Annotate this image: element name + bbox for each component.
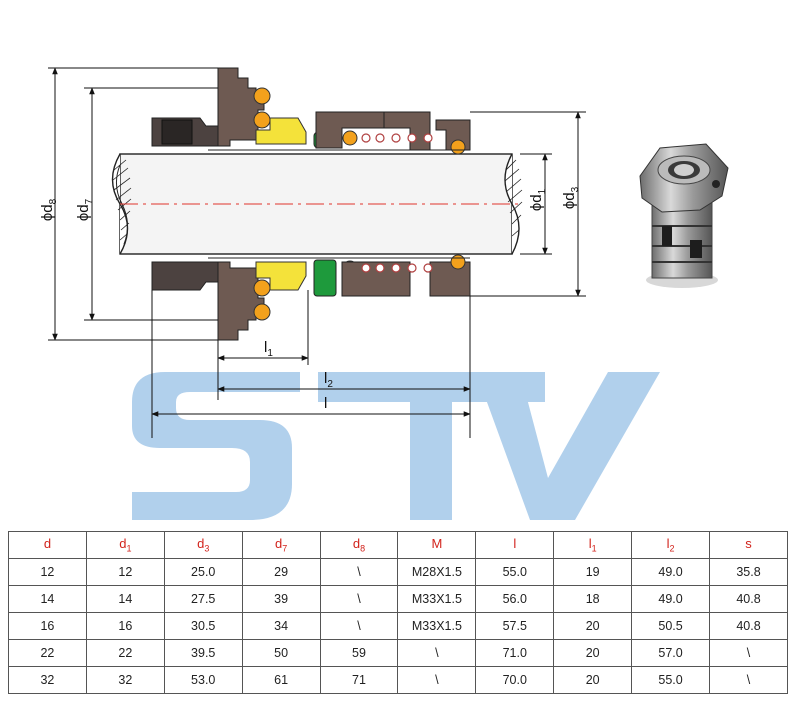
table-row: 14 14 27.5 39 \ M33X1.5 56.0 18 49.0 40.… [8,585,788,613]
header-d8: d8 [319,531,399,559]
dimension-labels: ϕd8 ϕd7 ϕd1 ϕd3 l1 l2 l [39,186,581,412]
label-l2: l2 [324,370,333,390]
label-d1: ϕd1 [528,188,548,211]
header-d: d [8,531,87,559]
label-l: l [324,395,327,412]
label-l1: l1 [264,339,273,359]
header-m: M [397,531,477,559]
table-row: 16 16 30.5 34 \ M33X1.5 57.5 20 50.5 40.… [8,612,788,640]
dimension-lines [48,67,586,438]
label-d3: ϕd3 [561,186,581,209]
table-cell: 14 [8,585,87,613]
table-cell: 16 [85,612,165,640]
table-cell: 70.0 [475,666,555,694]
table-cell: \ [319,612,399,640]
table-row: 12 12 25.0 29 \ M28X1.5 55.0 19 49.0 35.… [8,558,788,586]
table-cell: 53.0 [163,666,243,694]
table-cell: \ [319,558,399,586]
header-l2: l2 [631,531,711,559]
table-cell: 55.0 [475,558,555,586]
table-cell: 49.0 [631,558,711,586]
table-cell: 55.0 [631,666,711,694]
table-cell: 71 [319,666,399,694]
table-cell: 61 [241,666,321,694]
table-cell: 40.8 [709,612,788,640]
table-cell: 20 [553,639,633,667]
table-cell: 20 [553,666,633,694]
table-cell: 56.0 [475,585,555,613]
header-d7: d7 [241,531,321,559]
table-cell: 39.5 [163,639,243,667]
header-d3: d3 [163,531,243,559]
header-d1: d1 [85,531,165,559]
table-cell: 27.5 [163,585,243,613]
table-cell: 25.0 [163,558,243,586]
table-cell: 18 [553,585,633,613]
upper-seal-half [151,67,471,155]
table-cell: M33X1.5 [397,585,477,613]
table-cell: M28X1.5 [397,558,477,586]
shaft [111,153,523,255]
table-cell: 34 [241,612,321,640]
table-cell: 59 [319,639,399,667]
lower-seal-half [151,254,471,341]
header-l1: l1 [553,531,633,559]
table-header-row: d d1 d3 d7 d8 M l l1 l2 s [8,531,788,559]
table-cell: 22 [85,639,165,667]
table-cell: 57.0 [631,639,711,667]
table-cell: 29 [241,558,321,586]
seal-product-image [639,143,729,288]
table-cell: 22 [8,639,87,667]
table-row: 22 22 39.5 50 59 \ 71.0 20 57.0 \ [8,639,788,667]
header-s: s [709,531,788,559]
label-d8: ϕd8 [39,198,59,221]
table-cell: 71.0 [475,639,555,667]
table-cell: 16 [8,612,87,640]
table-cell: 20 [553,612,633,640]
table-cell: 14 [85,585,165,613]
table-cell: \ [709,639,788,667]
table-cell: 57.5 [475,612,555,640]
label-d7: ϕd7 [75,198,95,221]
table-cell: \ [319,585,399,613]
table-cell: \ [397,666,477,694]
table-cell: 30.5 [163,612,243,640]
table-cell: 12 [85,558,165,586]
table-cell: 35.8 [709,558,788,586]
table-cell: 50.5 [631,612,711,640]
table-cell: 40.8 [709,585,788,613]
table-cell: 39 [241,585,321,613]
table-cell: 50 [241,639,321,667]
header-l: l [475,531,555,559]
table-cell: 32 [8,666,87,694]
table-cell: \ [709,666,788,694]
seal-drawing: ϕd8 ϕd7 ϕd1 ϕd3 l1 l2 l [39,67,729,520]
table-cell: 19 [553,558,633,586]
spec-table: d d1 d3 d7 d8 M l l1 l2 s 12 12 25.0 29 … [8,531,788,694]
table-cell: M33X1.5 [397,612,477,640]
watermark-logo [132,372,660,520]
table-row: 32 32 53.0 61 71 \ 70.0 20 55.0 \ [8,666,788,694]
table-cell: \ [397,639,477,667]
table-cell: 12 [8,558,87,586]
table-cell: 49.0 [631,585,711,613]
table-cell: 32 [85,666,165,694]
